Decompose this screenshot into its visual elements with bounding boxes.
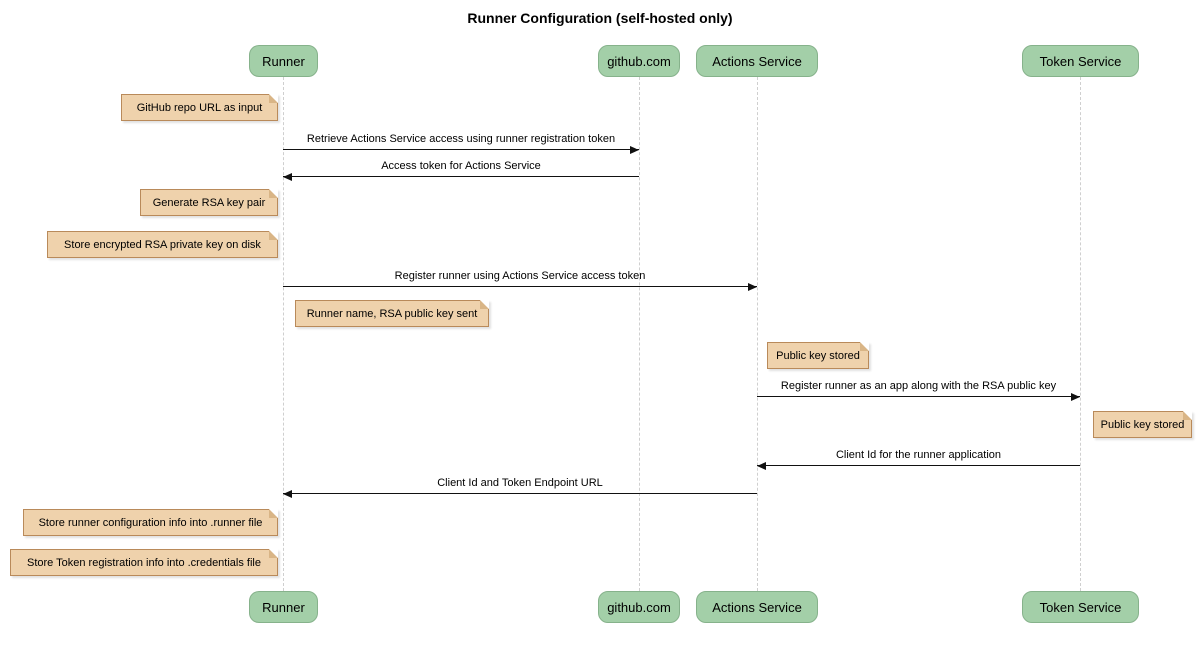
arrow-left-icon xyxy=(757,462,766,470)
message-label: Retrieve Actions Service access using ru… xyxy=(306,133,616,145)
lifeline-github xyxy=(639,77,640,591)
message-client-id: Client Id for the runner application xyxy=(757,449,1080,470)
note-store-private-key: Store encrypted RSA private key on disk xyxy=(47,231,278,258)
note-generate-rsa-key-pair: Generate RSA key pair xyxy=(140,189,278,216)
actor-token-service-bottom: Token Service xyxy=(1022,591,1139,623)
message-register-runner-app: Register runner as an app along with the… xyxy=(757,380,1080,401)
arrow-right-icon xyxy=(630,146,639,154)
message-label: Register runner using Actions Service ac… xyxy=(394,270,646,282)
message-arrow-line xyxy=(283,146,639,154)
message-arrow-line xyxy=(283,490,757,498)
lifeline-runner xyxy=(283,77,284,591)
message-arrow-line xyxy=(283,173,639,181)
note-store-token-registration: Store Token registration info into .cred… xyxy=(10,549,278,576)
note-public-key-stored-actions: Public key stored xyxy=(767,342,869,369)
actor-actions-service-bottom: Actions Service xyxy=(696,591,818,623)
actor-runner-bottom: Runner xyxy=(249,591,318,623)
actor-github-bottom: github.com xyxy=(598,591,680,623)
lifeline-token-service xyxy=(1080,77,1081,591)
note-public-key-stored-token: Public key stored xyxy=(1093,411,1192,438)
arrow-left-icon xyxy=(283,173,292,181)
note-store-runner-config: Store runner configuration info into .ru… xyxy=(23,509,278,536)
actor-actions-service-top: Actions Service xyxy=(696,45,818,77)
message-register-runner: Register runner using Actions Service ac… xyxy=(283,270,757,291)
message-label: Client Id for the runner application xyxy=(835,449,1002,461)
message-label: Access token for Actions Service xyxy=(381,160,541,172)
note-github-repo-url: GitHub repo URL as input xyxy=(121,94,278,121)
message-arrow-line xyxy=(283,283,757,291)
diagram-title: Runner Configuration (self-hosted only) xyxy=(467,10,733,26)
message-label: Client Id and Token Endpoint URL xyxy=(437,477,603,489)
arrow-right-icon xyxy=(748,283,757,291)
arrow-left-icon xyxy=(283,490,292,498)
actor-runner-top: Runner xyxy=(249,45,318,77)
message-arrow-line xyxy=(757,462,1080,470)
arrow-right-icon xyxy=(1071,393,1080,401)
message-retrieve-actions-access: Retrieve Actions Service access using ru… xyxy=(283,133,639,154)
note-runner-name-public-key: Runner name, RSA public key sent xyxy=(295,300,489,327)
actor-github-top: github.com xyxy=(598,45,680,77)
lifeline-actions-service xyxy=(757,77,758,591)
message-client-id-endpoint: Client Id and Token Endpoint URL xyxy=(283,477,757,498)
message-label: Register runner as an app along with the… xyxy=(780,380,1057,392)
message-access-token: Access token for Actions Service xyxy=(283,160,639,181)
message-arrow-line xyxy=(757,393,1080,401)
actor-token-service-top: Token Service xyxy=(1022,45,1139,77)
